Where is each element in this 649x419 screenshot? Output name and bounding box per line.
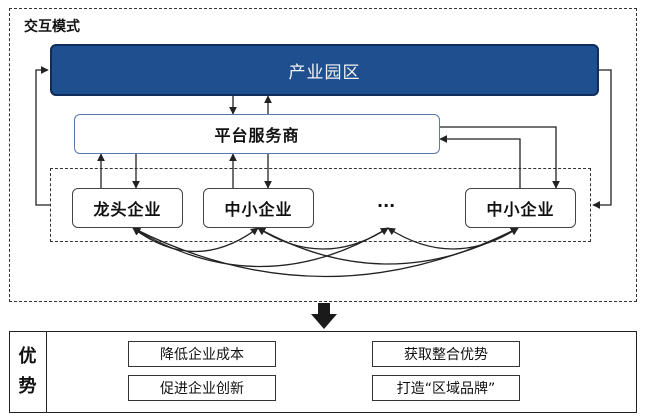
advantages-title: 优 势: [9, 331, 47, 413]
leader-enterprise-box: 龙头企业: [72, 188, 183, 228]
sme-box-2: 中小企业: [465, 188, 576, 228]
advantages-title-char-2: 势: [18, 376, 37, 397]
sme-label-1: 中小企业: [224, 200, 293, 219]
sme-box-1: 中小企业: [203, 188, 314, 228]
advantages-title-char-1: 优: [18, 346, 37, 367]
sme2-to-platform-arrow: [439, 135, 521, 188]
industrial-park-box: 产业园区: [50, 44, 599, 96]
industrial-park-label: 产业园区: [288, 62, 361, 83]
advantage-reduce-cost: 降低企业成本: [128, 341, 276, 367]
sme-label-2: 中小企业: [486, 200, 555, 219]
enterprise-group-frame: [50, 168, 591, 242]
arc-ellipsis-sme2: [387, 227, 519, 250]
advantage-integration: 获取整合优势: [372, 341, 520, 367]
platform-provider-box: 平台服务商: [74, 114, 440, 154]
advantage-regional-brand: 打造“区域品牌”: [372, 375, 520, 401]
advantage-innovation: 促进企业创新: [128, 375, 276, 401]
advantages-panel: [9, 331, 637, 413]
leader-enterprise-label: 龙头企业: [93, 200, 162, 219]
arc-leader-sme1: [132, 227, 259, 253]
platform-to-sme2-arrow: [440, 126, 560, 189]
arc-leader-ellipsis: [132, 227, 389, 268]
down-arrow-icon: [311, 303, 337, 329]
right-loop-arrow: [592, 69, 612, 209]
ellipsis: ···: [377, 196, 396, 215]
platform-provider-label: 平台服务商: [214, 126, 300, 145]
interaction-mode-frame: [9, 8, 637, 302]
interaction-mode-label: 交互模式: [24, 19, 80, 35]
left-loop-arrow: [35, 66, 50, 206]
